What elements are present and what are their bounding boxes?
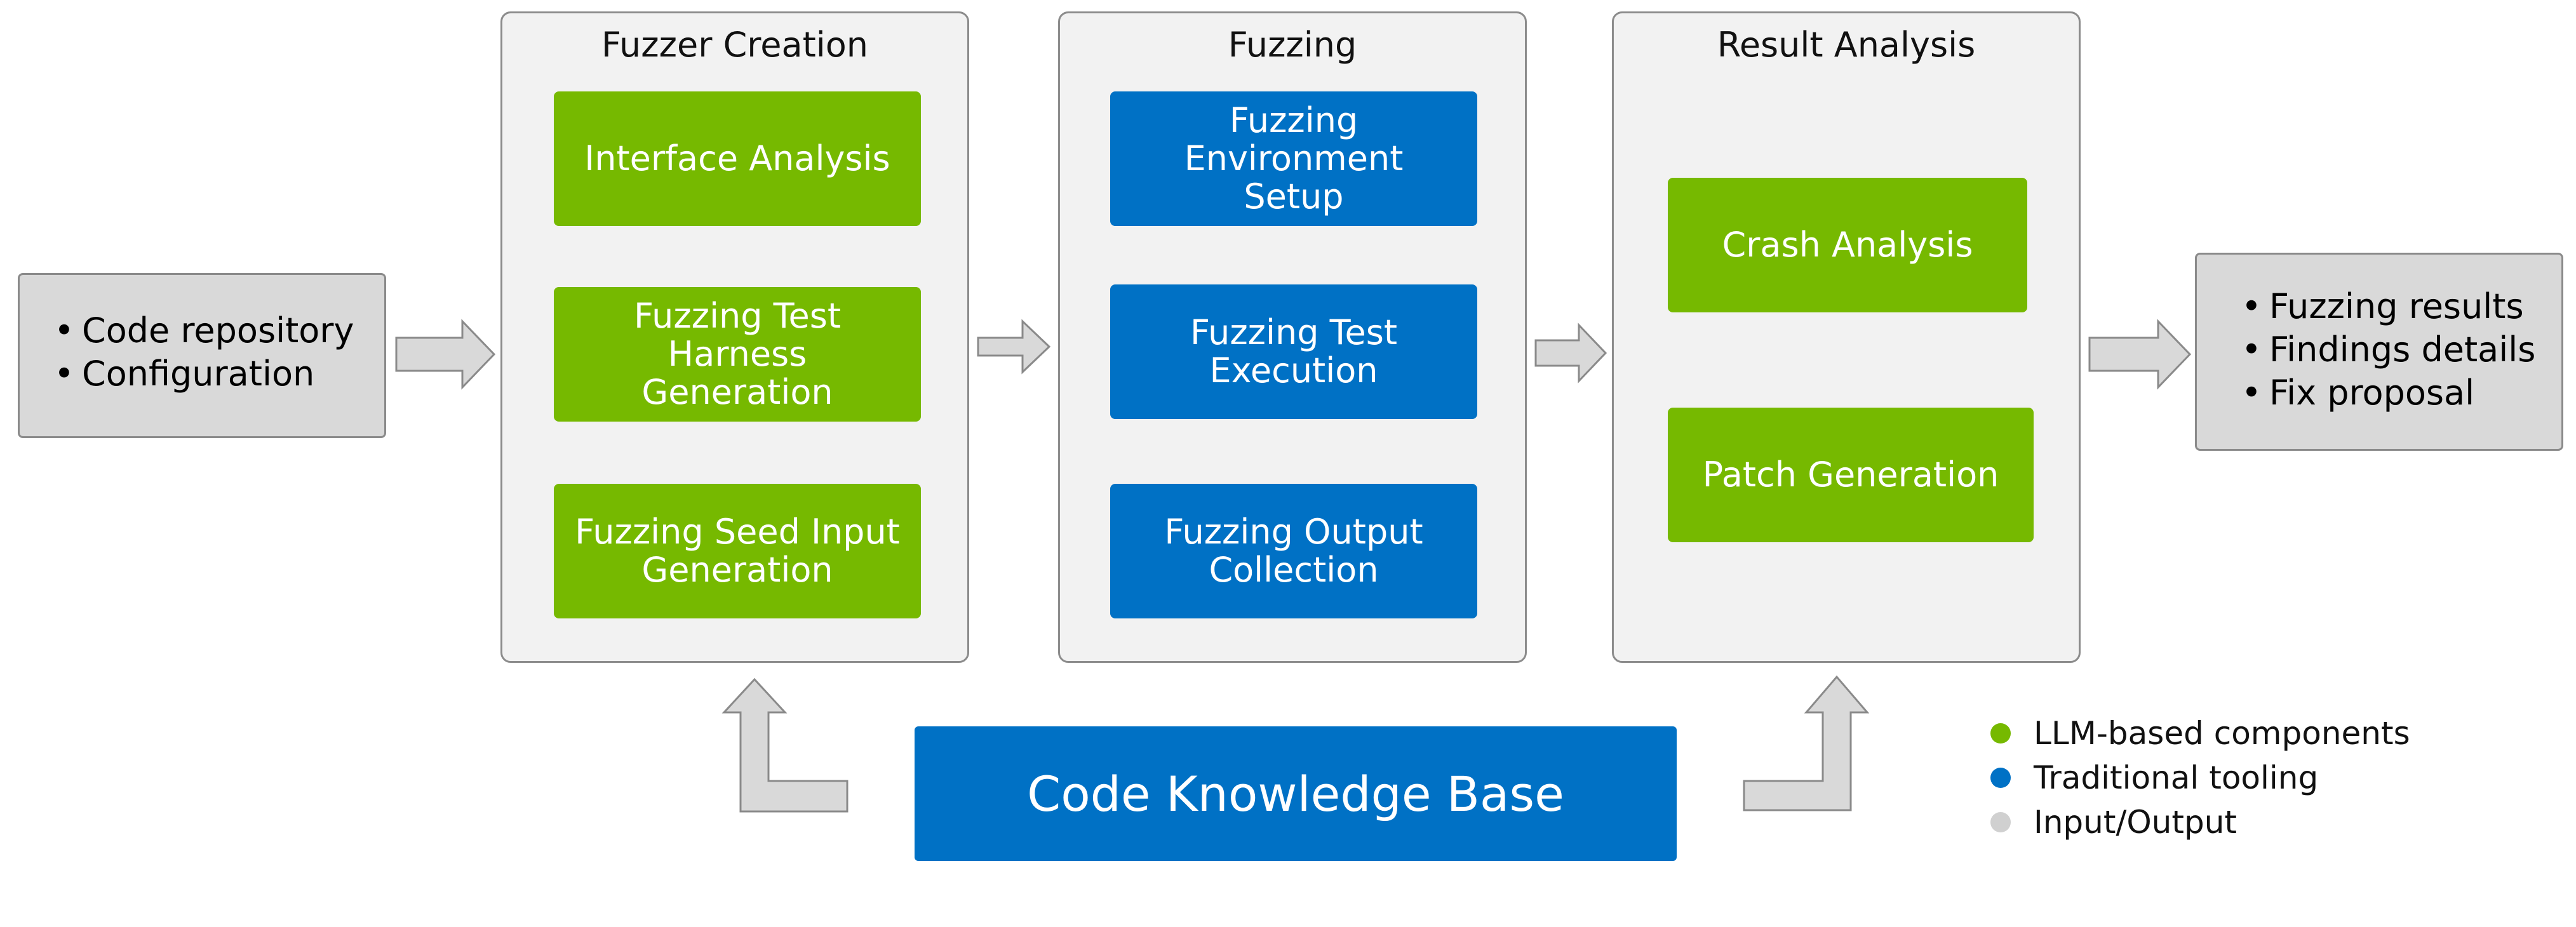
arrow-analysis-to-output <box>2088 319 2192 390</box>
legend-label: Traditional tooling <box>2034 759 2319 796</box>
arrow-fuzzing-to-analysis <box>1534 323 1607 383</box>
component-test-execution: Fuzzing Test Execution <box>1110 284 1477 419</box>
input-item: Configuration <box>43 352 384 396</box>
arrow-input-to-creation <box>395 319 496 390</box>
legend-label: LLM-based components <box>2034 715 2410 752</box>
component-crash-analysis: Crash Analysis <box>1668 178 2027 312</box>
arrow-kb-to-creation <box>721 677 849 813</box>
component-environment-setup: Fuzzing Environment Setup <box>1110 91 1477 226</box>
output-item: Fuzzing results <box>2230 285 2561 328</box>
legend-item-tooling: Traditional tooling <box>1990 756 2562 800</box>
output-box: Fuzzing results Findings details Fix pro… <box>2195 253 2563 451</box>
component-patch-generation: Patch Generation <box>1668 408 2034 542</box>
code-knowledge-base: Code Knowledge Base <box>915 726 1677 861</box>
legend: LLM-based components Traditional tooling… <box>1990 711 2562 844</box>
stage-title: Result Analysis <box>1717 25 1976 65</box>
legend-dot-blue <box>1990 768 2011 788</box>
input-box: Code repository Configuration <box>18 273 386 438</box>
arrow-creation-to-fuzzing <box>977 319 1051 375</box>
legend-dot-gray <box>1990 812 2011 832</box>
input-item: Code repository <box>43 309 384 352</box>
input-list: Code repository Configuration <box>43 309 384 396</box>
component-seed-input-generation: Fuzzing Seed Input Generation <box>554 484 921 618</box>
stage-result-analysis: Result Analysis <box>1612 11 2081 663</box>
legend-dot-green <box>1990 723 2011 744</box>
stage-title: Fuzzing <box>1228 25 1357 65</box>
output-item: Findings details <box>2230 328 2561 371</box>
component-interface-analysis: Interface Analysis <box>554 91 921 226</box>
legend-item-io: Input/Output <box>1990 800 2562 844</box>
legend-label: Input/Output <box>2034 804 2237 841</box>
stage-title: Fuzzer Creation <box>601 25 869 65</box>
component-output-collection: Fuzzing Output Collection <box>1110 484 1477 618</box>
output-list: Fuzzing results Findings details Fix pro… <box>2230 285 2561 415</box>
output-item: Fix proposal <box>2230 371 2561 415</box>
component-harness-generation: Fuzzing Test Harness Generation <box>554 287 921 422</box>
arrow-kb-to-analysis <box>1743 675 1870 811</box>
legend-item-llm: LLM-based components <box>1990 711 2562 756</box>
